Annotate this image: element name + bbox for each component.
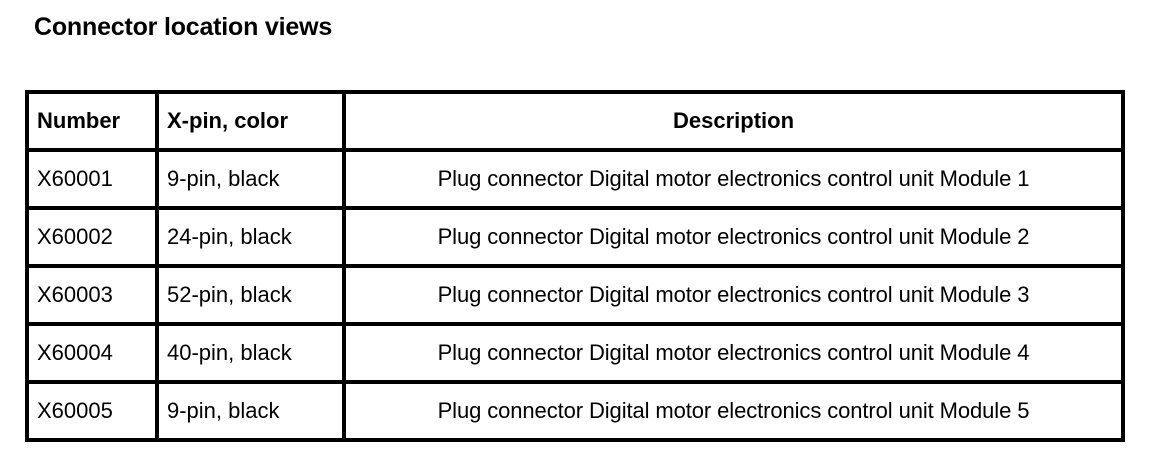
- connector-table-container: Number X-pin, color Description X60001 9…: [25, 90, 1125, 442]
- table-row: X60004 40-pin, black Plug connector Digi…: [25, 322, 1125, 384]
- table-body: X60001 9-pin, black Plug connector Digit…: [25, 148, 1125, 442]
- cell-xpin-color: 24-pin, black: [155, 206, 346, 268]
- connector-location-table: Number X-pin, color Description X60001 9…: [25, 90, 1125, 442]
- cell-description: Plug connector Digital motor electronics…: [342, 206, 1125, 268]
- table-header: Number X-pin, color Description: [25, 90, 1125, 152]
- cell-xpin-color: 52-pin, black: [155, 264, 346, 326]
- column-header-number: Number: [25, 90, 159, 152]
- cell-description: Plug connector Digital motor electronics…: [342, 148, 1125, 210]
- cell-number: X60001: [25, 148, 159, 210]
- table-row: X60002 24-pin, black Plug connector Digi…: [25, 206, 1125, 268]
- cell-number: X60003: [25, 264, 159, 326]
- column-header-xpin-color: X-pin, color: [155, 90, 346, 152]
- table-row: X60001 9-pin, black Plug connector Digit…: [25, 148, 1125, 210]
- cell-number: X60002: [25, 206, 159, 268]
- cell-description: Plug connector Digital motor electronics…: [342, 380, 1125, 442]
- cell-description: Plug connector Digital motor electronics…: [342, 264, 1125, 326]
- cell-xpin-color: 9-pin, black: [155, 380, 346, 442]
- table-row: X60003 52-pin, black Plug connector Digi…: [25, 264, 1125, 326]
- cell-description: Plug connector Digital motor electronics…: [342, 322, 1125, 384]
- cell-xpin-color: 40-pin, black: [155, 322, 346, 384]
- table-row: X60005 9-pin, black Plug connector Digit…: [25, 380, 1125, 442]
- column-header-description: Description: [342, 90, 1125, 152]
- table-header-row: Number X-pin, color Description: [25, 90, 1125, 152]
- cell-number: X60004: [25, 322, 159, 384]
- cell-xpin-color: 9-pin, black: [155, 148, 346, 210]
- page-title: Connector location views: [34, 13, 333, 41]
- cell-number: X60005: [25, 380, 159, 442]
